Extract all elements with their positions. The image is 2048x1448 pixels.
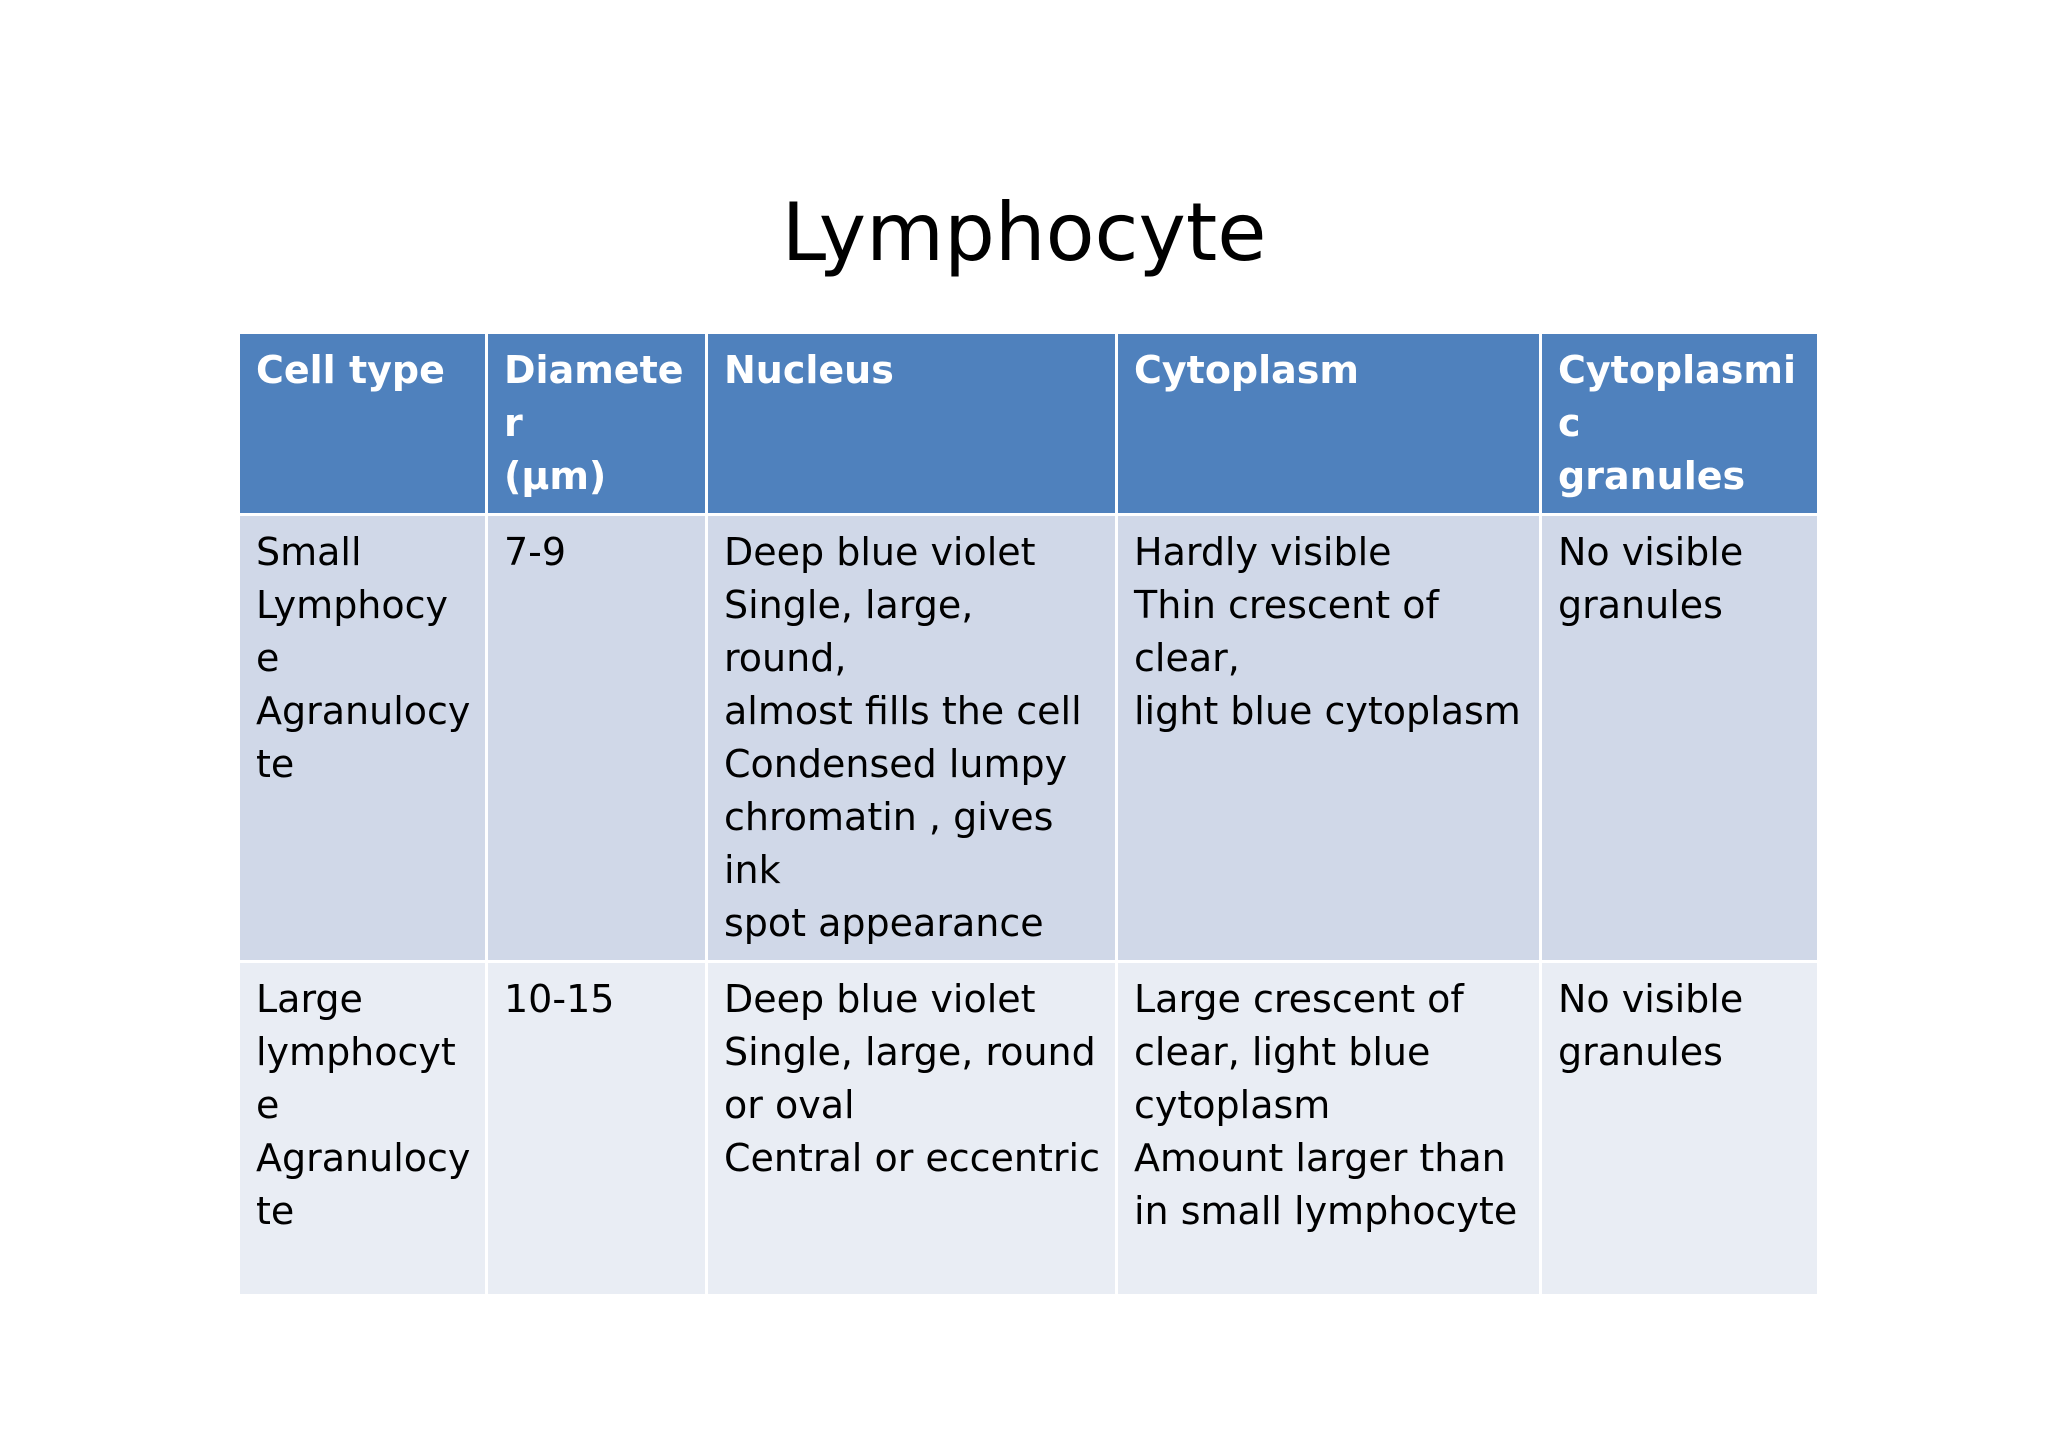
cell-diameter: 10-15 [485,960,708,1297]
header-cytoplasmic-granules: Cytoplasmic granules [1539,331,1820,516]
cell-nucleus: Deep blue violet Single, large, round, a… [705,513,1118,963]
header-cell-type: Cell type [237,331,488,516]
table-row: Small Lymphocye Agranulocy te 7-9 Deep b… [237,513,1820,963]
cell-cytoplasm: Large crescent of clear, light blue cyto… [1115,960,1542,1297]
header-cytoplasm: Cytoplasm [1115,331,1542,516]
cell-diameter: 7-9 [485,513,708,963]
cell-type: Large lymphocyte Agranulocy te [237,960,488,1297]
header-diameter: Diameter (µm) [485,331,708,516]
cell-granules: No visible granules [1539,960,1820,1297]
cell-granules: No visible granules [1539,513,1820,963]
cell-type: Small Lymphocye Agranulocy te [237,513,488,963]
slide-title: Lymphocyte [781,186,1267,279]
header-nucleus: Nucleus [705,331,1118,516]
cell-nucleus: Deep blue violet Single, large, round or… [705,960,1118,1297]
table-header-row: Cell type Diameter (µm) Nucleus Cytoplas… [237,331,1820,516]
table-row: Large lymphocyte Agranulocy te 10-15 Dee… [237,960,1820,1297]
cell-cytoplasm: Hardly visible Thin crescent of clear, l… [1115,513,1542,963]
lymphocyte-table: Cell type Diameter (µm) Nucleus Cytoplas… [237,331,1820,1297]
